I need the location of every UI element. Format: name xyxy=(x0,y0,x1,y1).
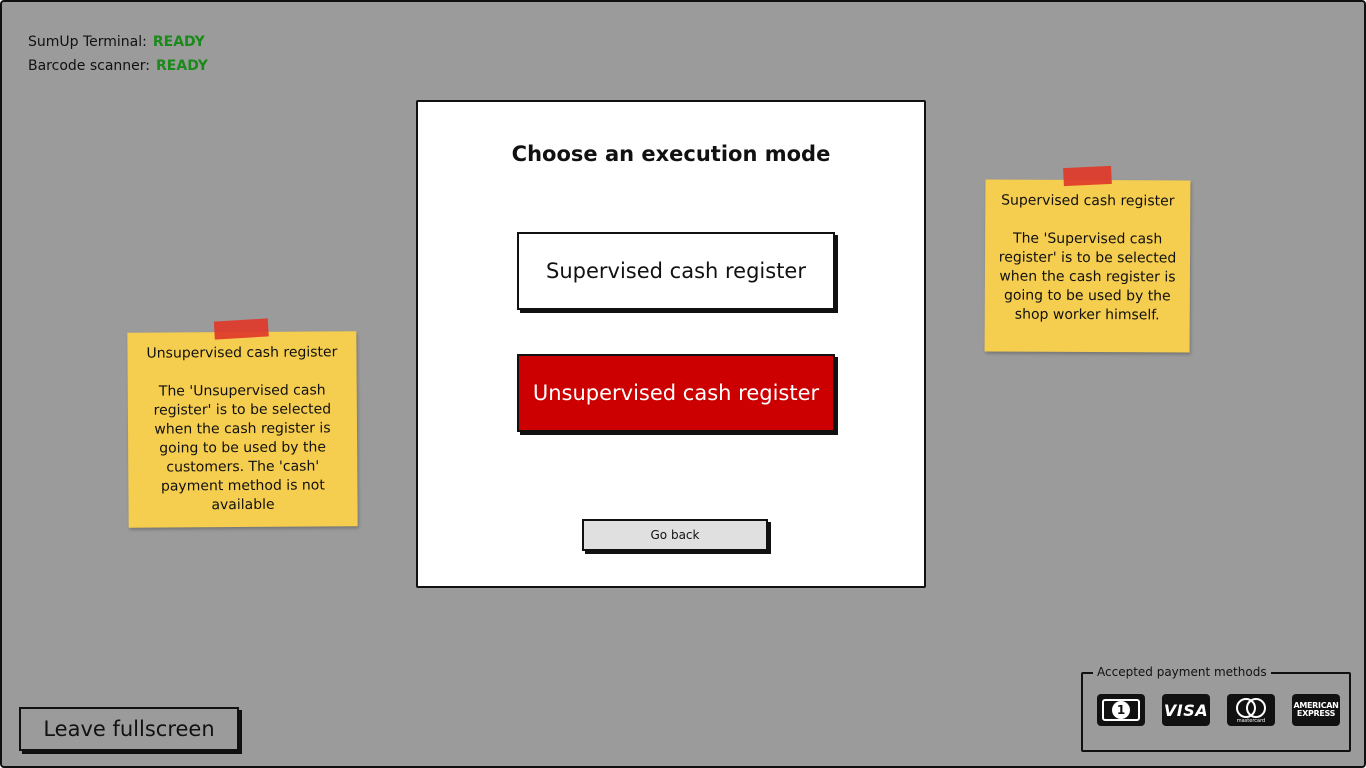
dialog-title: Choose an execution mode xyxy=(511,142,831,166)
visa-text: VISA xyxy=(1163,700,1209,720)
sticky-note-unsupervised: Unsupervised cash register The 'Unsuperv… xyxy=(127,318,358,528)
terminal-status-value: READY xyxy=(152,34,205,50)
visa-icon: VISA xyxy=(1162,694,1210,726)
note-title: Supervised cash register xyxy=(1001,192,1175,210)
payment-methods-title: Accepted payment methods xyxy=(1093,664,1271,680)
sticky-note-supervised: Supervised cash register The 'Supervised… xyxy=(984,165,1191,353)
note-text: The 'Supervised cash register' is to be … xyxy=(998,230,1177,324)
device-status: SumUp Terminal:READY Barcode scanner:REA… xyxy=(28,30,208,78)
go-back-button[interactable]: Go back xyxy=(582,519,768,551)
leave-fullscreen-button[interactable]: Leave fullscreen xyxy=(19,707,239,751)
supervised-cash-register-button[interactable]: Supervised cash register xyxy=(517,232,835,310)
accepted-payment-methods: Accepted payment methods 1 VISA masterca… xyxy=(1081,664,1351,752)
scanner-status: Barcode scanner: READY xyxy=(28,54,208,78)
mastercard-text: mastercard xyxy=(1236,718,1266,724)
terminal-status-label: SumUp Terminal: xyxy=(28,34,147,50)
cash-icon: 1 xyxy=(1097,694,1145,726)
unsupervised-cash-register-button[interactable]: Unsupervised cash register xyxy=(517,354,835,432)
execution-mode-dialog: Choose an execution mode Supervised cash… xyxy=(416,100,926,588)
note-text: The 'Unsupervised cash register' is to b… xyxy=(153,382,332,514)
note-title: Unsupervised cash register xyxy=(146,344,338,362)
cash-glyph: 1 xyxy=(1112,701,1130,719)
tape-decoration xyxy=(213,318,269,340)
tape-decoration xyxy=(1063,165,1112,187)
terminal-status: SumUp Terminal: READY xyxy=(28,30,208,54)
american-express-icon: AMERICAN EXPRESS xyxy=(1292,694,1340,726)
amex-line2: EXPRESS xyxy=(1296,709,1336,718)
amex-line1: AMERICAN xyxy=(1293,701,1339,710)
scanner-status-value: READY xyxy=(156,58,208,74)
mastercard-icon: mastercard xyxy=(1227,694,1275,726)
scanner-status-label: Barcode scanner: xyxy=(28,58,151,74)
payment-icons: 1 VISA mastercard AMERICAN EXPRESS xyxy=(1097,694,1340,726)
